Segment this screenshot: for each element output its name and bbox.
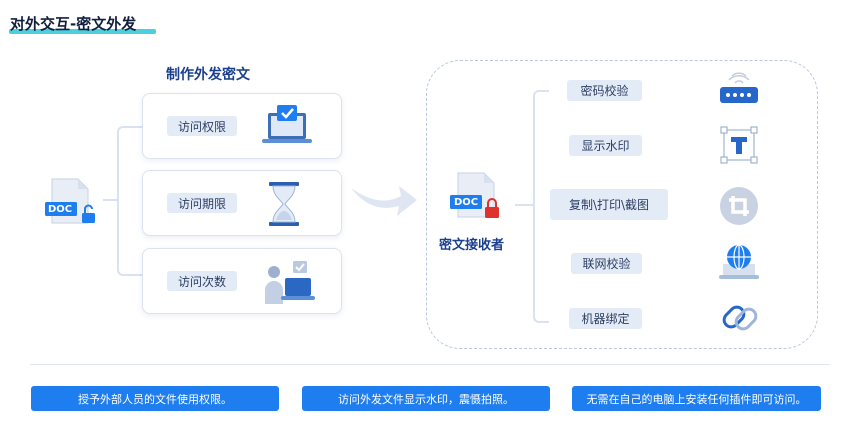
left-panel-title: 制作外发密文 — [166, 67, 250, 83]
access-period-label: 访问期限 — [167, 193, 237, 213]
laptop-check-icon — [261, 103, 313, 147]
right-bracket-stem — [515, 204, 534, 206]
feature-machine-binding: 机器绑定 — [569, 308, 642, 329]
network-globe-icon — [716, 242, 762, 282]
hourglass-icon — [267, 180, 301, 228]
access-count-card: 访问次数 — [142, 248, 342, 314]
access-permission-label: 访问权限 — [167, 116, 237, 136]
feature-copy-print-screenshot: 复制\打印\截图 — [550, 189, 668, 220]
access-permission-card: 访问权限 — [142, 93, 342, 159]
flow-arrow — [349, 178, 419, 220]
access-period-card: 访问期限 — [142, 170, 342, 236]
footer-bar-no-plugin: 无需在自己的电脑上安装任何插件即可访问。 — [572, 386, 821, 411]
footer-bar-permission: 授予外部人员的文件使用权限。 — [31, 386, 279, 411]
source-doc-badge: DOC — [48, 204, 73, 215]
footer-separator — [30, 364, 830, 365]
receiver-label: 密文接收者 — [439, 238, 505, 253]
right-bracket — [533, 90, 549, 323]
left-bracket — [117, 126, 143, 276]
receiver-doc-badge: DOC — [454, 197, 479, 208]
password-icon — [716, 70, 762, 110]
title-underline — [9, 29, 156, 34]
page-title: 对外交互-密文外发 — [10, 15, 137, 33]
user-at-computer-icon — [261, 258, 317, 306]
access-count-label: 访问次数 — [167, 271, 237, 291]
locked-doc-icon: DOC — [448, 171, 506, 221]
feature-network: 联网校验 — [571, 253, 642, 274]
link-chain-icon — [718, 298, 762, 338]
unlocked-doc-icon: DOC — [44, 176, 100, 228]
text-watermark-icon — [720, 126, 758, 164]
feature-watermark: 显示水印 — [569, 135, 642, 156]
receiver-box — [426, 60, 818, 349]
footer-bar-watermark: 访问外发文件显示水印，震慑拍照。 — [302, 386, 550, 411]
left-bracket-stem — [103, 199, 118, 201]
screenshot-block-icon — [719, 186, 759, 226]
feature-password: 密码校验 — [567, 80, 642, 101]
